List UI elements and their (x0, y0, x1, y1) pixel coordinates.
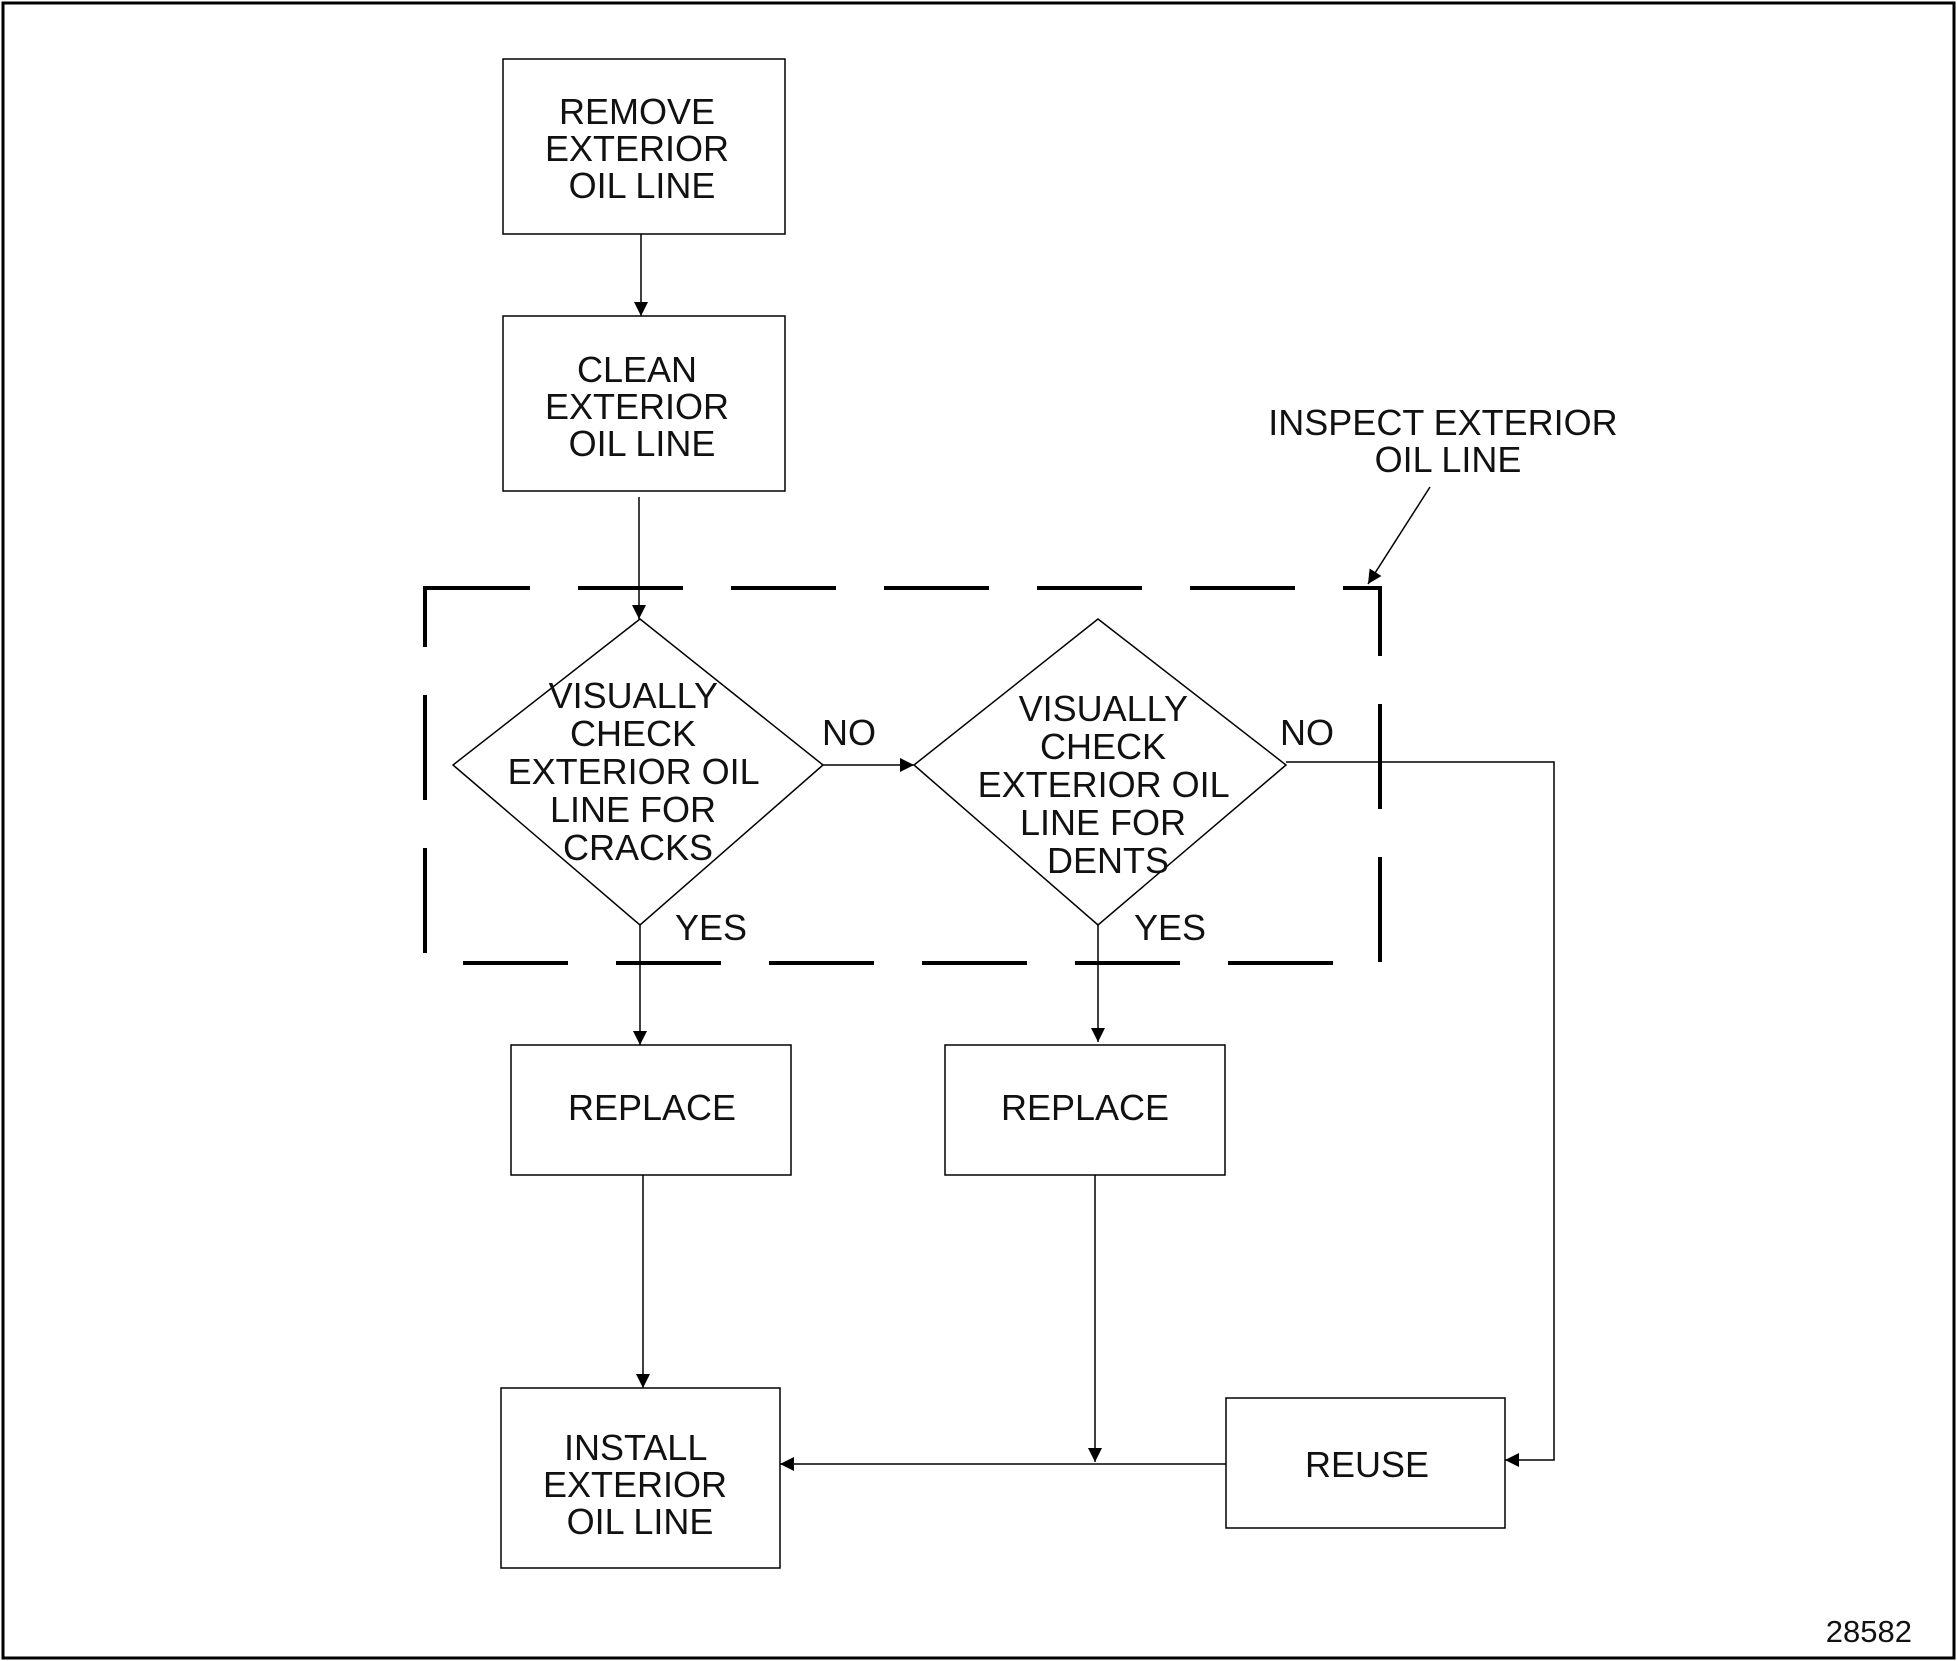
node-reuse: REUSE (1225, 1397, 1506, 1529)
node-replace-cracked: REPLACE (510, 1044, 792, 1176)
svg-text:CLEAN EXTERIOR OIL: CLEAN EXTERIOR OIL LINE (545, 349, 739, 464)
svg-text:VISUALLY CHECK EXT: VISUALLY CHECK EXTERIOR OIL LINE FOR CRA… (508, 675, 769, 868)
svg-text:INSTALL EXTERIOR O: INSTALL EXTERIOR OIL LINE (543, 1427, 737, 1542)
svg-text:REMOVE EXTERIOR OI: REMOVE EXTERIOR OIL LINE (545, 91, 739, 206)
inspect-group-label: INSPECT EXTERIOR OIL LINE (1268, 402, 1627, 480)
inspect-group-boundary (423, 586, 1382, 965)
inspect-group-leader-arrow (1367, 486, 1431, 585)
edge-dents-no-to-reuse (1286, 761, 1555, 1467)
label-cracks-yes: YES (675, 907, 747, 948)
node-clean-oil-line: CLEAN EXTERIOR OIL LINE (502, 315, 786, 492)
node-replace-dented: REPLACE (944, 1044, 1226, 1176)
label-dents-no: NO (1280, 712, 1334, 753)
decision-check-dents: VISUALLY CHECK EXTERIOR OIL LINE FOR DEN… (912, 618, 1288, 926)
label-cracks-no: NO (822, 712, 876, 753)
label-dents-yes: YES (1134, 907, 1206, 948)
node-remove-oil-line: REMOVE EXTERIOR OIL LINE (502, 58, 786, 235)
decision-check-cracks: VISUALLY CHECK EXTERIOR OIL LINE FOR CRA… (451, 618, 825, 926)
node-install-oil-line: INSTALL EXTERIOR OIL LINE (500, 1387, 781, 1569)
svg-text:REPLACE: REPLACE (1001, 1087, 1169, 1128)
svg-text:REPLACE: REPLACE (568, 1087, 736, 1128)
svg-text:VISUALLY CHECK EXT: VISUALLY CHECK EXTERIOR OIL LINE FOR DEN… (978, 688, 1239, 881)
figure-number: 28582 (1826, 1614, 1912, 1649)
svg-text:REUSE: REUSE (1305, 1444, 1429, 1485)
